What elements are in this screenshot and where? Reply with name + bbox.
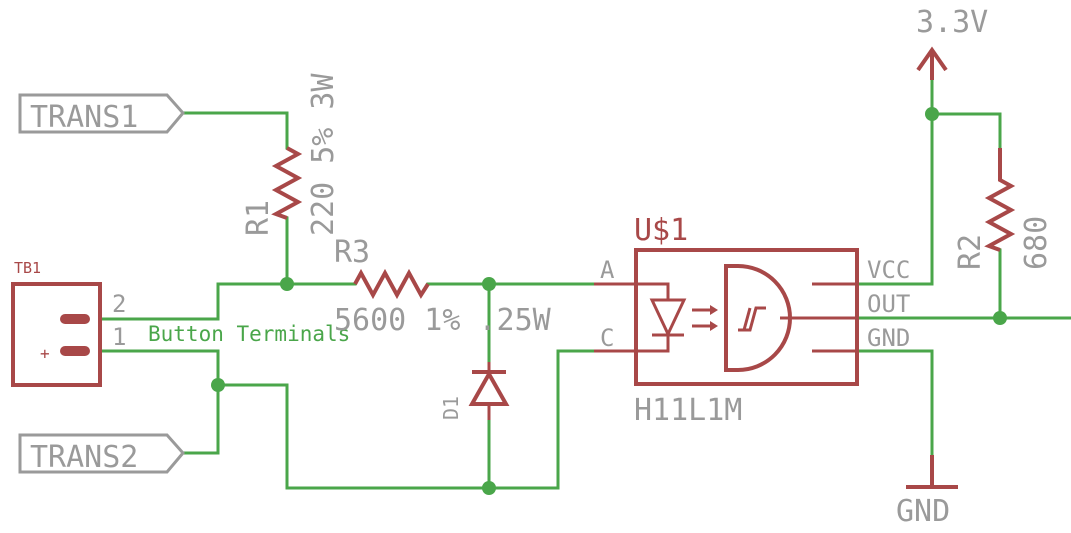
u1-pin-vcc: VCC (867, 256, 910, 284)
r2-value: 680 (1019, 216, 1054, 270)
u1-cathode-lead (594, 336, 670, 353)
terminal-block-tb1: TB1 + 2 1 Button Terminals (11, 259, 350, 387)
wire-bottom-return (216, 349, 632, 490)
u1-led-triangle (649, 298, 687, 338)
wire-trans2 (181, 383, 220, 455)
junction-dot (280, 277, 294, 291)
wire-tb1-pin2 (100, 282, 357, 321)
r3-value: 5600 1% .25W (334, 303, 552, 338)
flag-trans2-outline (18, 433, 185, 474)
supply-label: 3.3V (916, 5, 988, 40)
d1-name: D1 (439, 396, 463, 420)
junctions (211, 107, 1007, 495)
tb1-name: TB1 (14, 259, 41, 277)
tb1-pin2-slot (60, 314, 90, 324)
resistor-r1: R1 220 5% 3W (241, 73, 341, 236)
tb1-pin2-number: 2 (112, 290, 126, 318)
resistor-r2: R2 680 (953, 148, 1054, 270)
junction-dot (482, 277, 496, 291)
u1-hysteresis-icon-2 (742, 307, 752, 331)
tb1-pin1-number: 1 (112, 323, 126, 351)
ground-symbol: GND (896, 455, 958, 529)
u1-pin-c: C (600, 324, 614, 352)
r3-zigzag (353, 268, 430, 300)
flag-trans1: TRANS1 (18, 93, 185, 135)
junction-dot (211, 378, 225, 392)
u1-hysteresis-icon (738, 306, 766, 332)
tb1-plus-mark: + (40, 344, 50, 363)
flag-trans1-outline (18, 93, 185, 134)
r1-zigzag (271, 146, 303, 220)
r2-name: R2 (953, 234, 988, 270)
diode-d1: D1 (439, 362, 510, 420)
wires (100, 78, 1071, 490)
optocoupler-u1: U$1 A C VCC OUT GND H11L1M (594, 213, 910, 428)
u1-pin-out: OUT (867, 290, 910, 318)
u1-light-arrows (692, 305, 718, 331)
resistor-r3: R3 5600 1% .25W (334, 235, 552, 338)
button-terminals-label: Button Terminals (148, 322, 350, 346)
u1-name: U$1 (634, 213, 688, 248)
tb1-pin1-slot (60, 346, 90, 356)
junction-dot (482, 481, 496, 495)
u1-part-number: H11L1M (634, 393, 742, 428)
flag-trans2-label: TRANS2 (30, 440, 138, 475)
wire-vcc-r2 (930, 112, 1002, 150)
junction-dot (993, 311, 1007, 325)
r1-value: 220 5% 3W (306, 73, 341, 236)
u1-gate (724, 264, 792, 372)
r1-name: R1 (241, 200, 276, 236)
u1-pin-gnd: GND (867, 324, 910, 352)
supply-3v3: 3.3V (916, 5, 988, 80)
wire-trans1-r1 (181, 111, 289, 150)
r3-name: R3 (334, 235, 370, 270)
ground-label: GND (896, 494, 950, 529)
u1-pin-a: A (600, 256, 615, 284)
d1-triangle (468, 369, 510, 406)
wire-gnd (857, 349, 934, 457)
wire-tb1-pin1 (100, 349, 220, 387)
flag-trans2: TRANS2 (18, 433, 185, 475)
r2-zigzag (984, 148, 1016, 252)
wire-vcc-rail (857, 78, 934, 286)
junction-dot (925, 107, 939, 121)
u1-anode-lead (594, 282, 670, 300)
flag-trans1-label: TRANS1 (30, 100, 138, 135)
tb1-body (11, 282, 102, 387)
